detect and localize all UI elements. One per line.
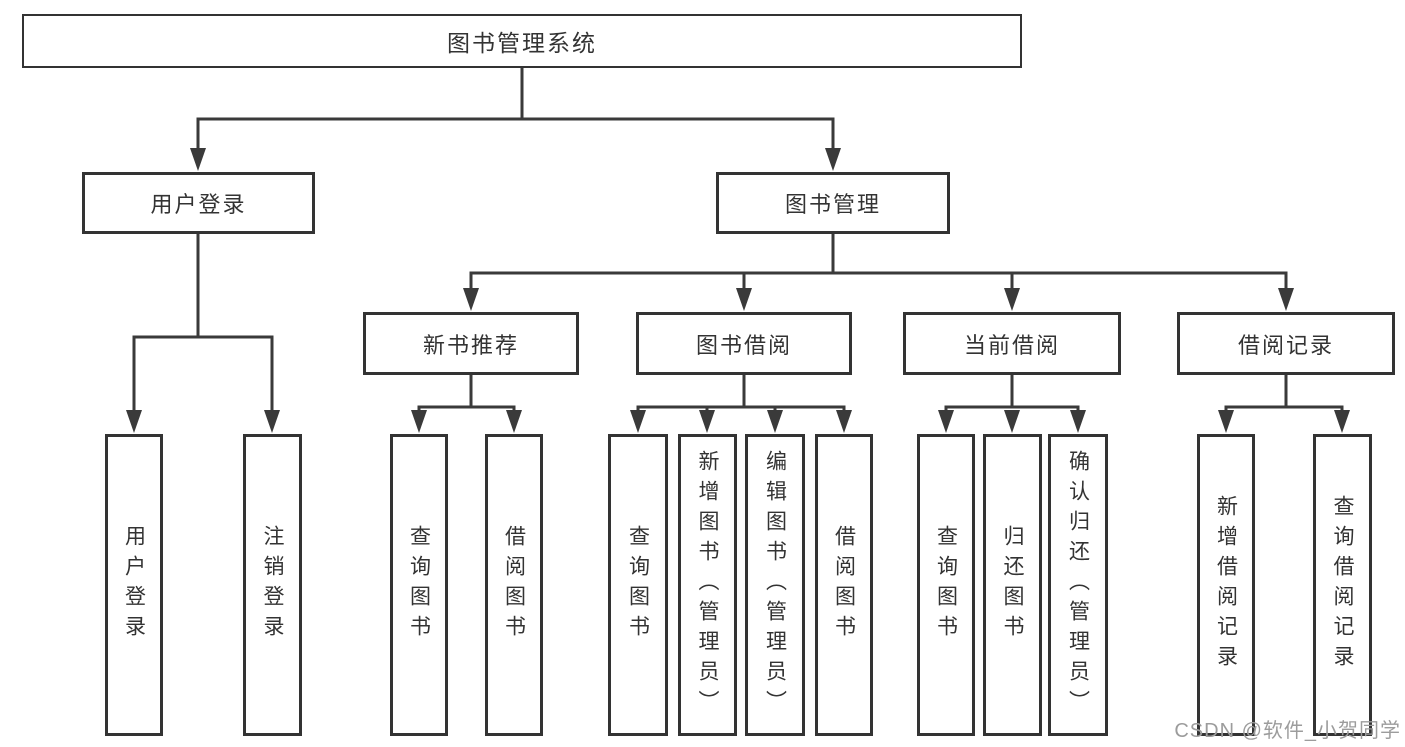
leaf-query-books-current-label: 查询图书 xyxy=(934,525,958,645)
arrowhead xyxy=(506,410,522,433)
arrowhead xyxy=(463,288,479,311)
leaf-query-borrow-record-label: 查询借阅记录 xyxy=(1331,495,1354,675)
leaf-return-book: 归还图书 xyxy=(983,434,1042,736)
arrowhead xyxy=(1070,410,1086,433)
arrowhead xyxy=(1334,410,1350,433)
leaf-borrow-books: 借阅图书 xyxy=(815,434,873,736)
leaf-borrow-books-label: 借阅图书 xyxy=(832,525,856,645)
leaf-edit-book-admin-label: 编辑图书（管理员） xyxy=(763,450,787,720)
leaf-query-books-current: 查询图书 xyxy=(917,434,975,736)
node-new-book-recommend-label: 新书推荐 xyxy=(422,332,519,358)
arrowhead xyxy=(411,410,427,433)
leaf-query-books-recommend: 查询图书 xyxy=(390,434,448,736)
node-book-management: 图书管理 xyxy=(716,172,950,234)
leaf-query-books-borrow: 查询图书 xyxy=(608,434,668,736)
leaf-user-login-label: 用户登录 xyxy=(122,525,146,645)
node-borrow-records-label: 借阅记录 xyxy=(1237,332,1334,358)
node-book-management-label: 图书管理 xyxy=(784,192,881,217)
connector-borrow-records xyxy=(1224,375,1344,411)
arrowhead xyxy=(825,148,841,171)
arrowhead xyxy=(1218,410,1234,433)
node-root: 图书管理系统 xyxy=(22,14,1022,68)
arrowhead xyxy=(767,410,783,433)
leaf-query-books-recommend-label: 查询图书 xyxy=(407,525,431,645)
connector-user-login xyxy=(132,234,274,412)
arrowhead xyxy=(1278,288,1294,311)
arrowhead xyxy=(630,410,646,433)
connector-book-management xyxy=(469,234,1288,291)
arrowhead xyxy=(190,148,206,171)
node-book-borrow-label: 图书借阅 xyxy=(695,332,792,358)
leaf-borrow-books-recommend-label: 借阅图书 xyxy=(502,525,526,645)
leaf-add-book-admin: 新增图书（管理员） xyxy=(678,434,737,736)
node-root-label: 图书管理系统 xyxy=(447,30,597,56)
leaf-add-book-admin-label: 新增图书（管理员） xyxy=(696,450,719,720)
leaf-query-borrow-record: 查询借阅记录 xyxy=(1313,434,1372,736)
node-borrow-records: 借阅记录 xyxy=(1177,312,1395,375)
connector-current-borrow xyxy=(944,375,1080,411)
connector-new-book-recommend xyxy=(417,375,516,411)
arrowheads xyxy=(126,148,1350,433)
node-user-login: 用户登录 xyxy=(82,172,315,234)
leaf-logout: 注销登录 xyxy=(243,434,302,736)
arrowhead xyxy=(126,410,142,433)
arrowhead xyxy=(1004,288,1020,311)
leaf-edit-book-admin: 编辑图书（管理员） xyxy=(745,434,805,736)
arrowhead xyxy=(836,410,852,433)
node-current-borrow-label: 当前借阅 xyxy=(963,332,1060,358)
node-current-borrow: 当前借阅 xyxy=(903,312,1121,375)
node-book-borrow: 图书借阅 xyxy=(636,312,852,375)
leaf-logout-label: 注销登录 xyxy=(261,525,284,645)
leaf-add-borrow-record: 新增借阅记录 xyxy=(1197,434,1255,736)
arrowhead xyxy=(736,288,752,311)
csdn-watermark: CSDN @软件_小贺同学 xyxy=(1174,720,1401,742)
connector-lines xyxy=(132,68,1344,412)
leaf-borrow-books-recommend: 借阅图书 xyxy=(485,434,543,736)
connector-book-borrow xyxy=(636,375,846,411)
node-new-book-recommend: 新书推荐 xyxy=(363,312,579,375)
node-user-login-label: 用户登录 xyxy=(150,192,247,217)
arrowhead xyxy=(1004,410,1020,433)
arrowhead xyxy=(938,410,954,433)
leaf-query-books-borrow-label: 查询图书 xyxy=(626,525,650,645)
leaf-return-book-label: 归还图书 xyxy=(1001,525,1024,645)
connector-root xyxy=(196,68,835,150)
leaf-confirm-return-admin: 确认归还（管理员） xyxy=(1048,434,1108,736)
arrowhead xyxy=(699,410,715,433)
leaf-user-login: 用户登录 xyxy=(105,434,163,736)
leaf-add-borrow-record-label: 新增借阅记录 xyxy=(1214,495,1238,675)
arrowhead xyxy=(264,410,280,433)
leaf-confirm-return-admin-label: 确认归还（管理员） xyxy=(1066,450,1090,720)
